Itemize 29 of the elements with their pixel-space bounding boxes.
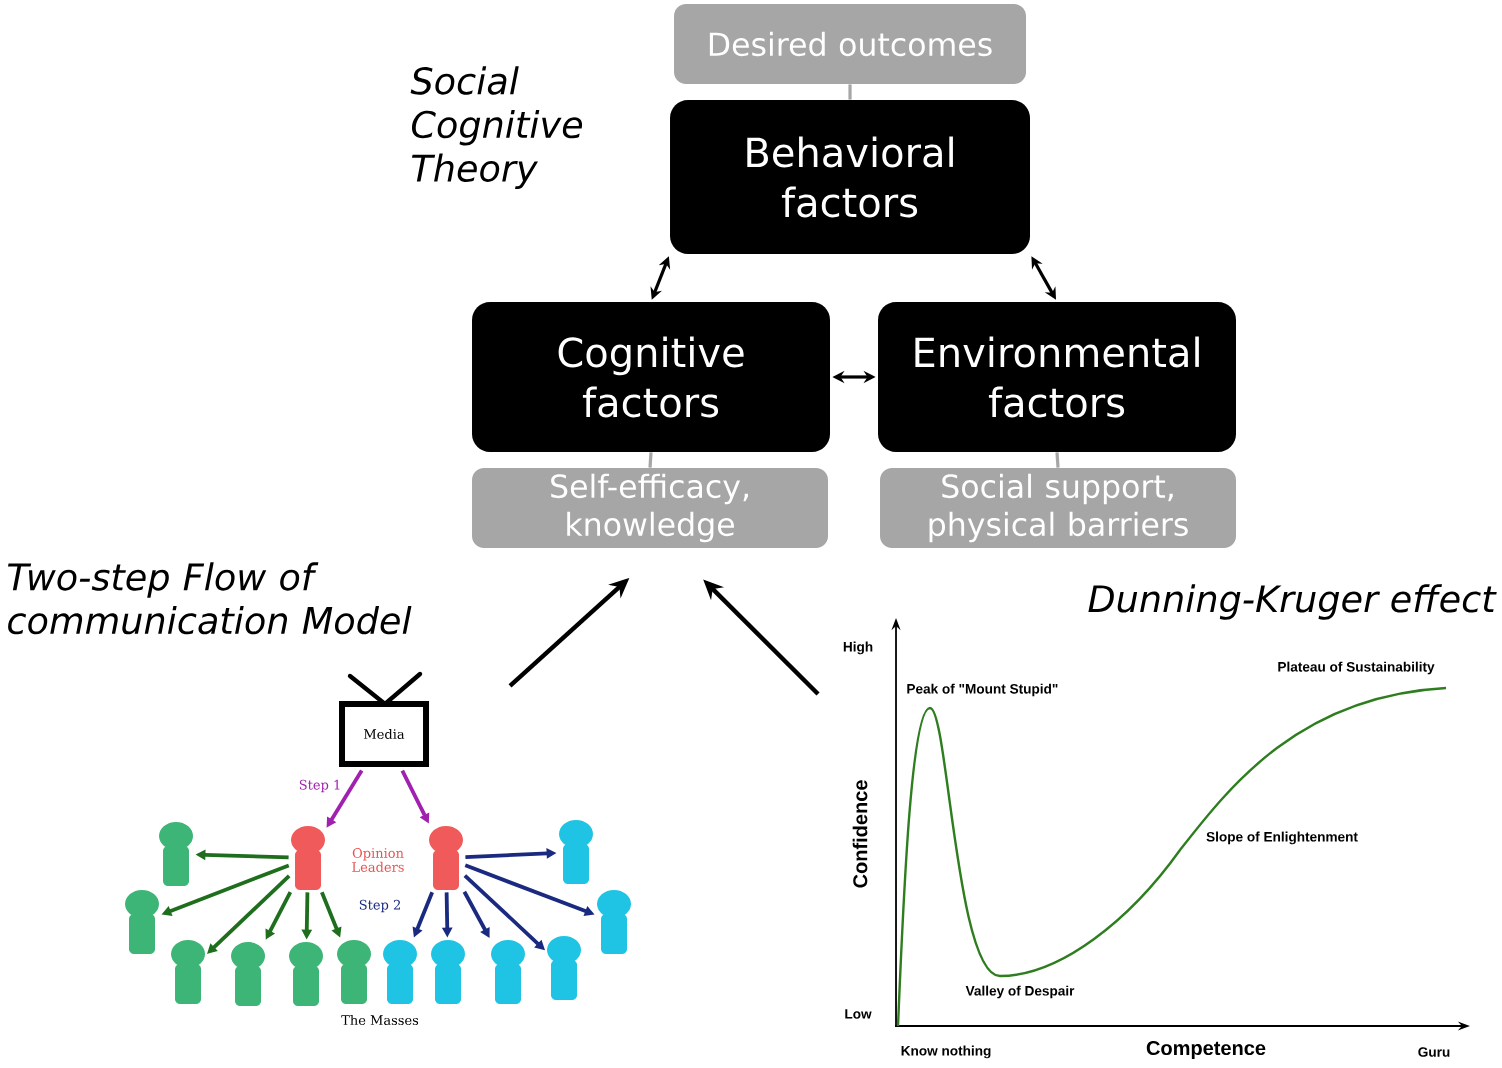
person-figure [429,826,463,890]
axis-label: Confidence [852,780,868,888]
factor-box: Cognitive factors [472,302,830,452]
person-figure [125,890,159,954]
axis-label: Competence [1146,1040,1266,1060]
connector-line [1055,452,1060,468]
connector-line [648,452,653,468]
person-figure [597,890,631,954]
heading: Two-step Flow of communication Model [8,562,412,635]
person-figure [159,822,193,886]
heading: Social Cognitive Theory [410,66,583,189]
person-figure [547,936,581,1000]
note-box: Desired outcomes [674,4,1026,84]
connector-line [848,84,852,100]
person-figure [431,940,465,1004]
person-figure [383,940,417,1004]
factor-box: Environmental factors [878,302,1236,452]
person-figure [291,826,325,890]
person-figure [337,940,371,1004]
person-figure [559,820,593,884]
note-box: Self-efficacy, knowledge [472,468,828,548]
person-figure [171,940,205,1004]
arrow [207,874,291,954]
note-box: Social support, physical barriers [880,468,1236,548]
factor-box: Behavioral factors [670,100,1030,254]
heading: Dunning-Kruger effect [1088,584,1497,620]
person-figure [289,942,323,1006]
person-figure [231,942,265,1006]
person-figure [491,940,525,1004]
